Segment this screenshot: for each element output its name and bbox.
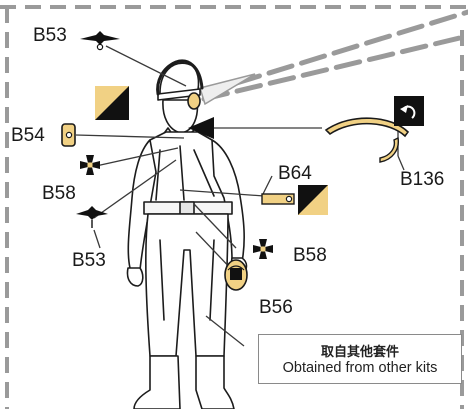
eagle-icon-chest bbox=[76, 206, 108, 228]
part-label-b56: B56 bbox=[259, 297, 293, 318]
leader-lines bbox=[75, 45, 405, 347]
arrow-to-headphones bbox=[188, 117, 322, 139]
part-label-b136: B136 bbox=[400, 169, 445, 190]
iron-cross-icon-left bbox=[80, 155, 100, 175]
color-swatch-top bbox=[95, 86, 129, 120]
bar-icon bbox=[261, 193, 295, 205]
dashed-frame bbox=[0, 5, 468, 409]
source-note-english: Obtained from other kits bbox=[282, 360, 438, 376]
dashed-rays bbox=[201, 9, 468, 102]
color-swatch-mid bbox=[298, 185, 328, 215]
tag-icon bbox=[61, 123, 76, 147]
tanker-figure bbox=[126, 59, 248, 409]
headphone-band-icon bbox=[324, 96, 424, 163]
eagle-icon-top bbox=[80, 31, 120, 51]
part-label-b64: B64 bbox=[278, 163, 312, 184]
part-label-b53-top: B53 bbox=[33, 25, 67, 46]
source-note: 取自其他套件 Obtained from other kits bbox=[258, 334, 462, 384]
part-label-b58-right: B58 bbox=[293, 245, 327, 266]
wreath-badge-icon bbox=[224, 259, 248, 291]
iron-cross-icon-right bbox=[253, 239, 273, 259]
part-label-b58-left: B58 bbox=[42, 183, 76, 204]
ray-wedge bbox=[199, 73, 256, 106]
part-label-b53-chest: B53 bbox=[72, 250, 106, 271]
source-note-chinese: 取自其他套件 bbox=[320, 345, 399, 360]
part-label-b54: B54 bbox=[11, 125, 45, 146]
